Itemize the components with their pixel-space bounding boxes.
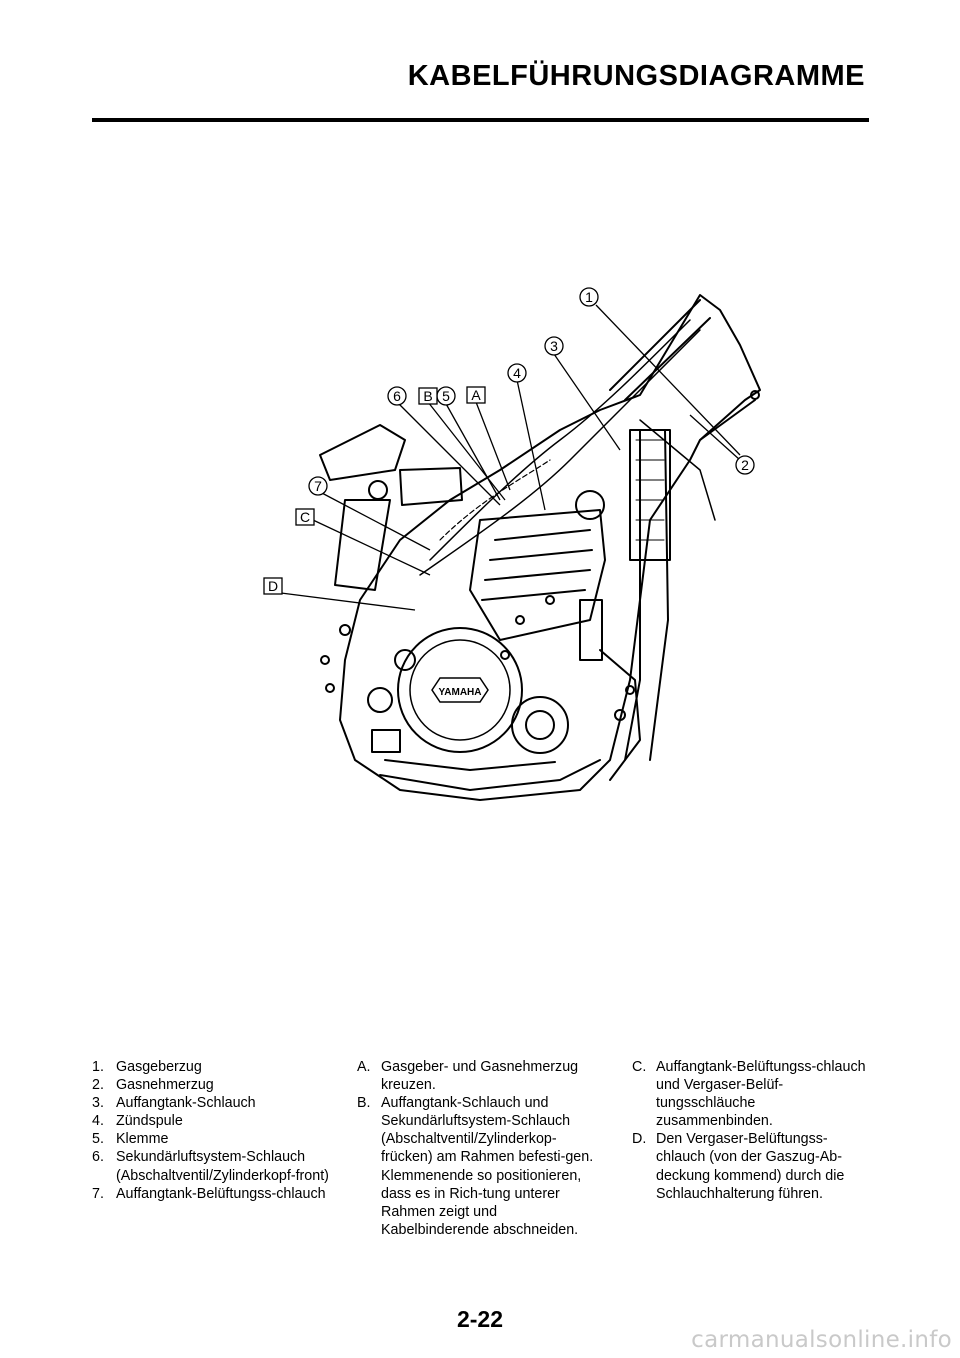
clutch-cover <box>397 627 523 753</box>
page-number: 2-22 <box>456 1306 504 1332</box>
callout-2: 2 <box>735 455 755 475</box>
svg-text:4: 4 <box>513 365 521 381</box>
legend-item: 4.Zündspule <box>92 1113 183 1130</box>
legend-item: 2.Gasnehmerzug <box>92 1077 214 1094</box>
legend-item: 7.Auffangtank-Belüftungss-chlauch <box>92 1185 326 1202</box>
callout-a: A <box>466 386 486 404</box>
callout-d: D <box>263 577 283 595</box>
callout-1: 1 <box>579 287 599 307</box>
svg-text:5: 5 <box>442 388 450 404</box>
callout-6: 6 <box>387 386 407 406</box>
cable-run <box>429 319 691 561</box>
page-header-title: KABELFÜHRUNGSDIAGRAMME <box>407 60 865 92</box>
svg-text:A: A <box>471 387 481 403</box>
legend-item: 1.Gasgeberzug <box>92 1059 202 1075</box>
svg-text:7: 7 <box>314 478 322 494</box>
callout-3: 3 <box>544 336 564 356</box>
legend-item: 3.Auffangtank-Schlauch <box>92 1095 256 1112</box>
frame-outline <box>339 294 761 801</box>
callout-4: 4 <box>507 363 527 383</box>
callout-c: C <box>295 508 315 526</box>
svg-text:B: B <box>423 388 432 404</box>
header-rule <box>92 118 869 122</box>
legend-numbered: 1.Gasgeberzug 2.Gasnehmerzug 3.Auffangta… <box>92 1058 332 1203</box>
svg-text:D: D <box>268 578 278 594</box>
svg-text:2: 2 <box>741 457 749 473</box>
legend-item: C.Auffangtank-Belüftungss-chlauch und Ve… <box>632 1059 866 1130</box>
callout-b: B <box>418 387 438 405</box>
svg-text:6: 6 <box>393 388 401 404</box>
callout-7: 7 <box>308 476 328 496</box>
engine-logo: YAMAHA <box>439 687 482 698</box>
legend-item: 6.Sekundärluftsystem-Schlauch (Abschaltv… <box>92 1149 329 1184</box>
callout-5: 5 <box>436 386 456 406</box>
legend-lettered-1: A.Gasgeber- und Gasnehmerzug kreuzen. B.… <box>357 1058 607 1239</box>
svg-text:3: 3 <box>550 338 558 354</box>
watermark: carmanualsonline.info <box>691 1327 952 1353</box>
legend-item: D.Den Vergaser-Belüftungss-chlauch (von … <box>632 1131 845 1202</box>
svg-text:C: C <box>300 509 310 525</box>
legend-item: 5.Klemme <box>92 1131 169 1148</box>
cylinder-block <box>469 509 606 641</box>
legend-item: A.Gasgeber- und Gasnehmerzug kreuzen. <box>357 1059 579 1094</box>
legend-lettered-2: C.Auffangtank-Belüftungss-chlauch und Ve… <box>632 1058 872 1203</box>
legend-item: B.Auffangtank-Schlauch und Sekundärlufts… <box>357 1095 594 1238</box>
svg-text:1: 1 <box>585 289 593 305</box>
